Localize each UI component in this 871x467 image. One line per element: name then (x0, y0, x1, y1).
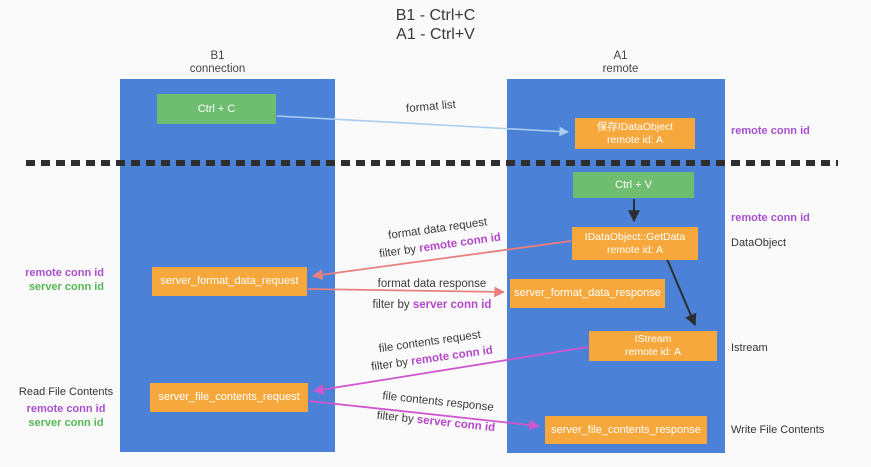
left-column-subtitle: connection (189, 63, 246, 75)
node-label-line2: remote id: A (624, 346, 682, 358)
label-conn-ids-left-bottom: Read File Contents remote conn id server… (10, 385, 122, 430)
arrow-getdata-to-istream (666, 258, 697, 327)
title-line-2: A1 - Ctrl+V (396, 26, 475, 43)
filter-prefix: filter by (370, 355, 413, 374)
right-column-header: A1 remote (563, 50, 678, 76)
node-label: Ctrl + V (615, 178, 652, 191)
node-server-file-contents-request: server_file_contents_request (150, 383, 308, 412)
label-remote-conn-id-left-top: remote conn id (25, 267, 104, 279)
filter-key-server-conn-id: server conn id (416, 413, 496, 435)
label-dataobject: DataObject (731, 237, 787, 249)
label-remote-conn-id-top-right: remote conn id (731, 125, 810, 137)
annotation-format-data-response: format data response filter by server co… (368, 274, 496, 316)
node-label: server_format_data_request (160, 275, 299, 287)
annotation-line: format data response (377, 278, 487, 290)
node-label-line1: IDataObject::GetData (584, 230, 686, 243)
left-column-header: B1 connection (160, 50, 275, 76)
right-column-name: A1 (613, 50, 628, 62)
node-label: Ctrl + C (197, 102, 236, 115)
right-column-subtitle: remote (602, 63, 639, 75)
label-conn-ids-left-top: remote conn id server conn id (12, 266, 104, 294)
label-server-conn-id-left-bottom: server conn id (28, 417, 104, 429)
node-server-file-contents-response: server_file_contents_response (545, 416, 707, 444)
arrow-file-contents-request (312, 346, 589, 395)
node-label-line1: 保存IDataObject (596, 120, 674, 133)
session-divider-dashed-line (26, 160, 838, 166)
filter-prefix: filter by (378, 242, 421, 261)
node-label-line1: IStream (634, 333, 672, 345)
node-ctrl-c: Ctrl + C (157, 94, 276, 124)
label-server-conn-id-left-top: server conn id (28, 281, 104, 293)
arrow-format-data-response (307, 286, 506, 298)
node-ctrl-v: Ctrl + V (573, 172, 694, 198)
title-line-1: B1 - Ctrl+C (395, 7, 476, 24)
filter-prefix: filter by (372, 299, 413, 311)
node-label: server_format_data_response (514, 287, 661, 299)
label-read-file-contents: Read File Contents (18, 386, 114, 398)
node-label-line2: remote id: A (606, 243, 664, 256)
label-remote-conn-id-left-bottom: remote conn id (26, 403, 106, 415)
node-label-line2: remote id: A (606, 133, 664, 146)
node-idataobject-getdata: IDataObject::GetData remote id: A (572, 227, 698, 260)
node-server-format-data-response: server_format_data_response (510, 279, 665, 308)
node-label: server_file_contents_request (158, 391, 300, 403)
label-istream: Istream (731, 342, 768, 354)
diagram-title: B1 - Ctrl+C A1 - Ctrl+V (0, 6, 871, 44)
filter-key-server-conn-id: server conn id (412, 299, 492, 311)
annotation-filter-line: filter by server conn id (368, 295, 496, 316)
arrow-format-data-request (311, 240, 572, 281)
filter-prefix: filter by (376, 409, 418, 426)
arrow-format-list (276, 115, 569, 137)
label-write-file-contents: Write File Contents (731, 424, 825, 436)
left-column-name: B1 (210, 50, 225, 62)
node-server-format-data-request: server_format_data_request (152, 267, 307, 296)
arrow-file-contents-response (308, 400, 541, 431)
label-remote-conn-id-mid-right: remote conn id (731, 212, 810, 224)
node-istream: IStream remote id: A (589, 331, 717, 361)
node-save-idataobject: 保存IDataObject remote id: A (575, 118, 695, 149)
node-label: server_file_contents_response (551, 423, 701, 436)
